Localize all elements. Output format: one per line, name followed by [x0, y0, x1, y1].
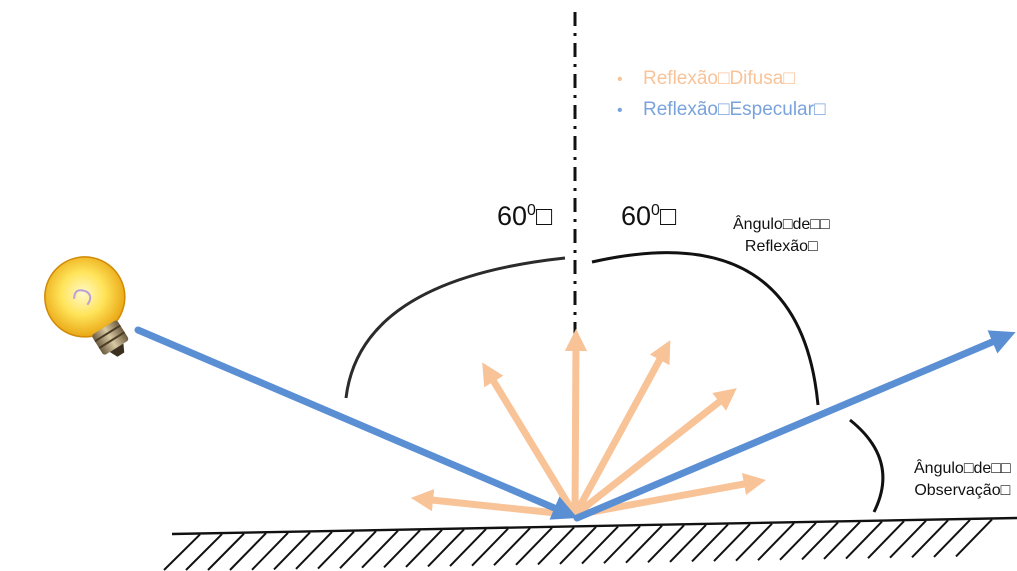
hatch-line	[361, 530, 399, 569]
bullet-icon: •	[617, 102, 623, 119]
hatch-line	[251, 532, 289, 571]
reflection-angle-note: Ângulo□de□□ Reflexão□	[733, 214, 830, 258]
legend-item-diffuse: • Reflexão□Difusa□	[617, 64, 825, 95]
diffuse-ray-5	[571, 388, 737, 519]
diffuse-ray-3	[564, 328, 588, 519]
angle-suffix: □	[535, 201, 553, 231]
hatch-line	[625, 525, 663, 564]
hatch-line	[405, 529, 443, 568]
angle-value: 60	[621, 201, 652, 231]
hatch-line	[163, 533, 201, 571]
diffuse-rays	[410, 328, 767, 519]
hatch-line	[647, 524, 685, 564]
hatch-line	[581, 525, 619, 565]
hatch-line	[295, 531, 333, 570]
legend-item-specular: • Reflexão□Especular□	[617, 95, 825, 126]
diffuse-ray-2	[482, 362, 579, 519]
legend-label-specular: Reflexão□Especular□	[643, 99, 826, 120]
incidence-angle-label: 600□	[497, 201, 552, 232]
hatch-line	[185, 533, 223, 571]
hatch-line	[779, 522, 817, 561]
hatch-line	[889, 520, 927, 559]
angle-degree: 0	[651, 202, 660, 219]
incidence-angle-arc	[344, 256, 566, 399]
hatch-line	[845, 520, 883, 560]
note-line: Observação□	[914, 482, 1011, 499]
hatch-line	[229, 532, 267, 571]
hatch-line	[713, 523, 751, 562]
angle-suffix: □	[659, 201, 677, 231]
hatch-line	[207, 532, 245, 571]
hatch-line	[427, 528, 465, 568]
bullet-icon: •	[617, 71, 623, 88]
hatch-line	[691, 523, 729, 563]
hatch-line	[273, 531, 311, 571]
hatch-line	[493, 527, 531, 566]
reflection-angle-label: 600□	[621, 201, 676, 232]
hatch-line	[559, 526, 597, 565]
reflection-angle-arc	[591, 251, 820, 406]
legend: • Reflexão□Difusa□ • Reflexão□Especular□	[617, 64, 825, 126]
hatch-line	[515, 527, 553, 566]
hatch-line	[735, 522, 773, 562]
hatch-line	[669, 524, 707, 563]
observation-angle-arc	[849, 418, 885, 513]
hatch-line	[449, 528, 487, 567]
hatch-line	[383, 529, 421, 569]
hatch-line	[933, 519, 971, 558]
note-line: Ângulo□de□□	[914, 460, 1011, 477]
surface-line	[171, 516, 1017, 536]
hatch-line	[471, 527, 509, 567]
hatch-line	[801, 521, 839, 561]
light-bulb-icon	[44, 256, 129, 357]
diffuse-ray-4	[571, 340, 671, 519]
specular-reflected-ray	[573, 330, 1016, 522]
hatch-line	[823, 521, 861, 560]
hatch-line	[867, 520, 905, 559]
angle-value: 60	[497, 201, 528, 231]
incident-ray	[134, 326, 578, 520]
observation-angle-note: Ângulo□de□□ Observação□	[914, 458, 1011, 502]
surface-hatching	[163, 518, 993, 571]
hatch-line	[339, 530, 377, 569]
angle-degree: 0	[527, 202, 536, 219]
note-line: Ângulo□de□□	[733, 216, 830, 233]
hatch-line	[911, 519, 949, 559]
hatch-line	[537, 526, 575, 566]
note-line: Reflexão□	[744, 238, 818, 255]
hatch-line	[317, 530, 355, 570]
hatch-line	[603, 525, 641, 564]
hatch-line	[955, 518, 993, 558]
legend-label-diffuse: Reflexão□Difusa□	[643, 68, 795, 89]
hatch-line	[757, 522, 795, 561]
